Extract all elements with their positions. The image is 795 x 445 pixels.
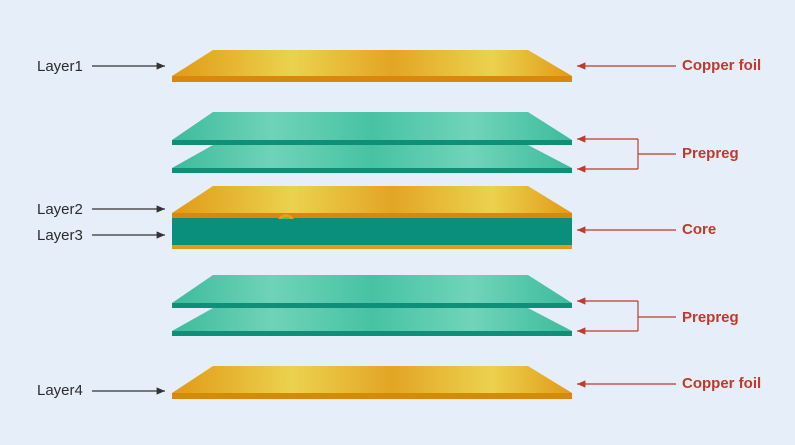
- prepreg-top-label: Prepreg: [682, 145, 739, 162]
- copper-foil-bottom-label: Copper foil: [682, 375, 762, 392]
- prepreg-bottom-sheet-2: [172, 308, 572, 336]
- core: [172, 186, 572, 249]
- prepreg-bottom-sheet-1: [172, 275, 572, 308]
- layer2-label: Layer2: [37, 201, 83, 218]
- prepreg-top-sheet-1: [172, 112, 572, 145]
- prepreg-bottom-bracket: [577, 297, 676, 335]
- layer3-label: Layer3: [37, 227, 83, 244]
- copper-foil-top-label: Copper foil: [682, 57, 762, 74]
- copper-foil-bottom: [172, 366, 572, 399]
- core-label: Core: [682, 221, 717, 238]
- layer4-label: Layer4: [37, 382, 83, 399]
- copper-foil-top: [172, 50, 572, 82]
- prepreg-top-sheet-2: [172, 145, 572, 173]
- layer1-label: Layer1: [37, 58, 83, 75]
- prepreg-bottom-label: Prepreg: [682, 309, 739, 326]
- prepreg-top-bracket: [577, 135, 676, 173]
